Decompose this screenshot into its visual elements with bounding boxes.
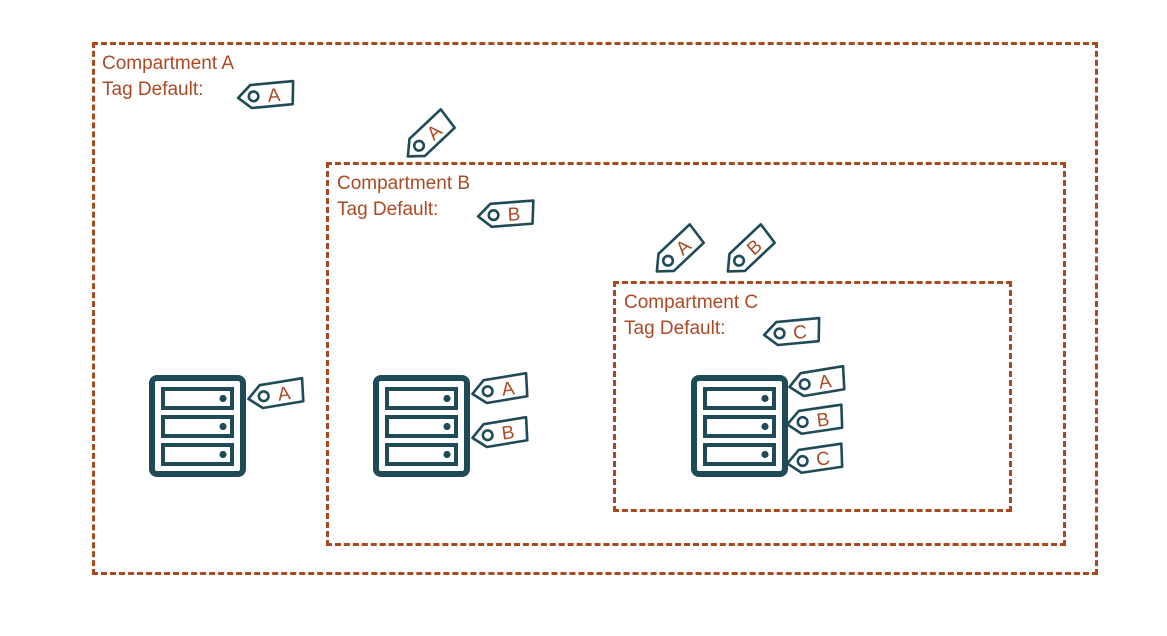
server-icon bbox=[149, 375, 246, 477]
svg-text:A: A bbox=[817, 371, 833, 394]
compartment-a-header: Compartment A Tag Default: bbox=[102, 51, 234, 103]
compartment-c-title: Compartment C bbox=[624, 292, 759, 313]
tag-icon: B bbox=[476, 199, 535, 229]
compartment-c-box bbox=[613, 281, 1012, 512]
server-c-tag-b: B bbox=[783, 401, 846, 438]
server-b-tag-b: B bbox=[468, 414, 532, 452]
svg-text:A: A bbox=[500, 378, 516, 401]
server-b-tag-a: A bbox=[468, 370, 532, 408]
server-c-tag-c: C bbox=[783, 440, 846, 477]
floating-tag-above-compartment-c-1: A bbox=[645, 221, 710, 283]
tag-icon: B bbox=[726, 223, 776, 273]
tag-default-c-tag: C bbox=[761, 315, 823, 349]
floating-tag-above-compartment-b: A bbox=[396, 106, 461, 168]
server-icon-compartment-a bbox=[149, 375, 246, 477]
server-icon bbox=[691, 375, 788, 477]
server-a-tag-a: A bbox=[244, 375, 308, 413]
compartment-c-tag-default-label: Tag Default: bbox=[624, 318, 726, 339]
svg-text:B: B bbox=[500, 422, 515, 445]
tag-icon: A bbox=[471, 371, 529, 405]
svg-text:B: B bbox=[507, 204, 521, 226]
svg-text:C: C bbox=[815, 448, 831, 471]
compartment-c-header: Compartment C Tag Default: bbox=[624, 290, 758, 342]
svg-text:A: A bbox=[267, 85, 281, 107]
server-icon bbox=[373, 375, 470, 477]
tag-icon: A bbox=[236, 79, 295, 110]
server-c-tag-a: A bbox=[785, 363, 849, 401]
server-icon-compartment-b bbox=[373, 375, 470, 477]
tag-icon: B bbox=[471, 415, 529, 449]
svg-text:B: B bbox=[816, 409, 831, 431]
compartment-a-box bbox=[92, 42, 1098, 575]
tag-icon: A bbox=[788, 364, 846, 398]
tag-icon: B bbox=[786, 403, 844, 436]
floating-tag-above-compartment-c-2: B bbox=[716, 221, 781, 283]
tag-default-a-tag: A bbox=[235, 78, 297, 112]
compartment-b-tag-default-label: Tag Default: bbox=[337, 199, 439, 220]
svg-text:A: A bbox=[276, 383, 292, 406]
compartment-b-title: Compartment B bbox=[337, 173, 471, 194]
svg-text:C: C bbox=[793, 322, 808, 344]
compartment-b-box bbox=[326, 162, 1066, 546]
compartment-a-title: Compartment A bbox=[102, 53, 234, 74]
tag-icon: A bbox=[247, 376, 305, 410]
tag-icon: C bbox=[786, 442, 844, 475]
tag-icon: A bbox=[655, 223, 705, 273]
tag-default-b-tag: B bbox=[475, 197, 536, 230]
compartment-a-tag-default-label: Tag Default: bbox=[102, 79, 204, 100]
server-icon-compartment-c bbox=[691, 375, 788, 477]
compartment-b-header: Compartment B Tag Default: bbox=[337, 171, 470, 223]
tag-icon: C bbox=[762, 316, 821, 347]
tag-icon: A bbox=[406, 108, 456, 158]
